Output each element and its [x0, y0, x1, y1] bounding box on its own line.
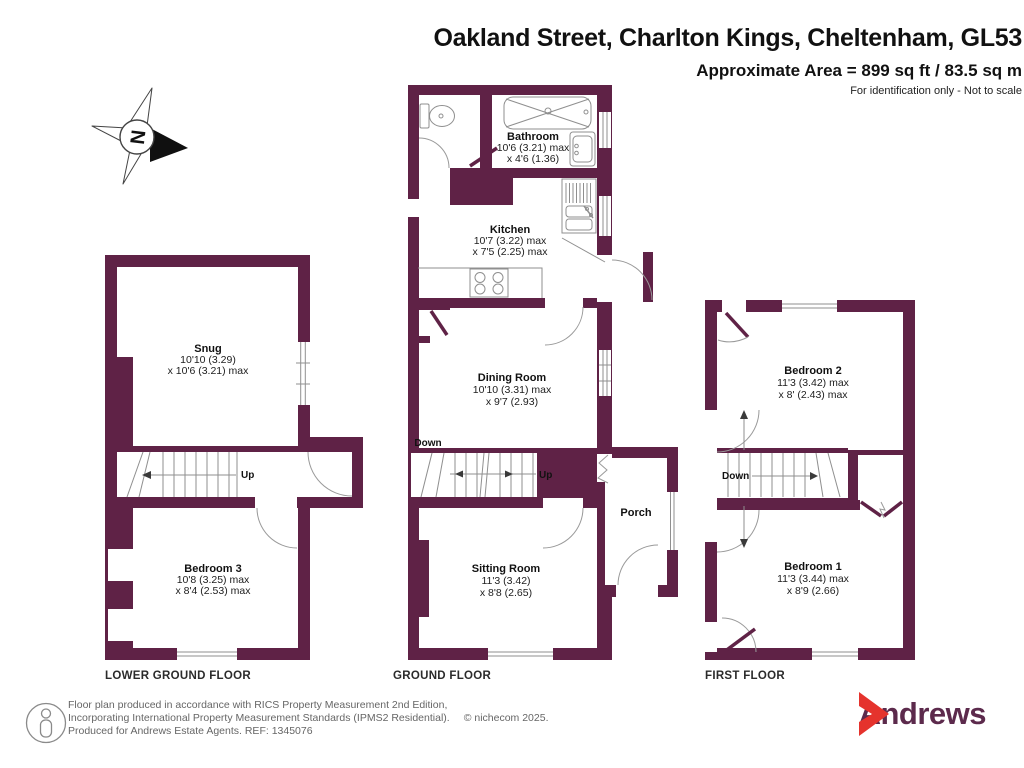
gf-sitting-door-arc — [542, 507, 584, 549]
room-dim2-sitting: x 8'8 (2.65) — [480, 587, 532, 599]
kitchen-counter — [418, 267, 543, 298]
stairs-up-label-lgf: Up — [241, 470, 254, 481]
footer-line-3: Produced for Andrews Estate Agents. REF:… — [68, 725, 313, 737]
room-dim1-bedroom2: 11'3 (3.42) max — [777, 377, 850, 389]
stairs-down-label-gf: Down — [414, 438, 441, 449]
kitchen-sink-icon — [561, 178, 597, 234]
room-dim1-snug: 10'10 (3.29) — [180, 354, 236, 366]
room-dim1-bedroom1: 11'3 (3.44) max — [777, 573, 850, 585]
measurement-person-icon — [25, 702, 67, 744]
footer-disclaimer: Floor plan produced in accordance with R… — [68, 699, 549, 738]
first-floor-plan: Bedroom 2 11'3 (3.42) max x 8' (2.43) ma… — [705, 300, 915, 660]
hob-icon — [469, 268, 509, 298]
room-dim1-kitchen: 10'7 (3.22) max — [474, 235, 547, 247]
ff-landing-door-arc-up — [716, 409, 760, 453]
copyright: © nichecom 2025. — [463, 712, 549, 724]
room-dim2-bathroom: x 4'6 (1.36) — [507, 153, 559, 165]
gf-bathroom-door-leaf — [469, 146, 498, 168]
room-label-bedroom2: Bedroom 2 — [784, 365, 841, 377]
compass-n-label: N — [125, 128, 149, 145]
page-title: Oakland Street, Charlton Kings, Cheltenh… — [433, 24, 1023, 52]
room-dim2-dining: x 9'7 (2.93) — [486, 396, 538, 408]
footer-line-1: Floor plan produced in accordance with R… — [68, 699, 448, 711]
ff-window-lines — [782, 303, 858, 657]
room-label-sitting: Sitting Room — [472, 563, 541, 575]
lgf-window-lines — [177, 342, 310, 657]
room-label-dining: Dining Room — [478, 372, 547, 384]
room-dim2-bedroom3: x 8'4 (2.53) max — [176, 585, 252, 597]
room-dim1-bedroom3: 10'8 (3.25) max — [177, 574, 250, 586]
lower-ground-floor-plan: Snug 10'10 (3.29) x 10'6 (3.21) max Bedr… — [105, 255, 363, 660]
ff-stairs — [727, 452, 841, 498]
toilet-icon — [419, 103, 455, 129]
gf-back-door-arc — [611, 259, 653, 301]
gf-window-lines — [488, 112, 675, 657]
gf-porch-door-arc — [617, 544, 659, 586]
lgf-entrance-door-arc — [307, 451, 353, 497]
lgf-stairs — [126, 451, 238, 498]
room-dim2-bedroom2: x 8' (2.43) max — [778, 389, 848, 401]
bathroom-sink-icon — [569, 131, 596, 167]
bath-icon — [503, 96, 592, 130]
kitchen-divider-line — [561, 237, 606, 263]
approximate-area: Approximate Area = 899 sq ft / 83.5 sq m — [696, 61, 1022, 80]
room-label-porch: Porch — [620, 507, 651, 519]
gf-stairs — [420, 452, 536, 498]
stairs-up-label-gf: Up — [539, 470, 552, 481]
lgf-rooms — [108, 267, 352, 660]
room-dim2-kitchen: x 7'5 (2.25) max — [473, 246, 549, 258]
footer-line-2: Incorporating International Property Mea… — [68, 712, 549, 724]
gf-dining-door-arc — [544, 306, 584, 346]
room-dim1-dining: 10'10 (3.31) max — [473, 384, 552, 396]
label-lower-ground-floor: LOWER GROUND FLOOR — [105, 670, 251, 682]
gf-lobby-door-arc — [418, 137, 450, 169]
ff-cupboard-double-doors — [859, 500, 904, 519]
room-dim1-bathroom: 10'6 (3.21) max — [497, 142, 570, 154]
ff-bedroom1-door-leaf — [722, 627, 757, 654]
ff-inner-walls — [717, 448, 903, 510]
ff-bedroom1-door-arc — [721, 617, 757, 653]
room-label-bathroom: Bathroom — [507, 131, 559, 143]
ground-floor-plan: Bathroom 10'6 (3.21) max x 4'6 (1.36) Ki… — [406, 85, 678, 660]
lgf-bedroom3-door-arc — [256, 507, 298, 549]
andrews-logo-chevron-icon — [858, 692, 889, 736]
room-dim1-sitting: 11'3 (3.42) — [481, 575, 530, 587]
label-ground-floor: GROUND FLOOR — [393, 670, 492, 682]
label-first-floor: FIRST FLOOR — [705, 670, 785, 682]
andrews-logo: Andrews — [858, 692, 992, 736]
room-label-snug: Snug — [194, 343, 222, 355]
gf-cupboard-door-leaf — [429, 310, 449, 336]
gf-inner-walls — [408, 95, 612, 617]
ff-bedroom2-door-arc — [717, 336, 749, 343]
room-label-bedroom3: Bedroom 3 — [184, 563, 241, 575]
room-dim2-bedroom1: x 8'9 (2.66) — [787, 585, 839, 597]
gf-wall-break-zigzag — [597, 454, 609, 484]
compass-north-icon: N — [91, 87, 188, 185]
ff-bedroom2-door-leaf — [724, 311, 750, 339]
room-label-bedroom1: Bedroom 1 — [784, 561, 841, 573]
identification-note: For identification only - Not to scale — [850, 85, 1022, 97]
stairs-down-label-ff: Down — [722, 471, 749, 482]
room-label-kitchen: Kitchen — [490, 224, 531, 236]
room-dim2-snug: x 10'6 (3.21) max — [168, 365, 250, 377]
